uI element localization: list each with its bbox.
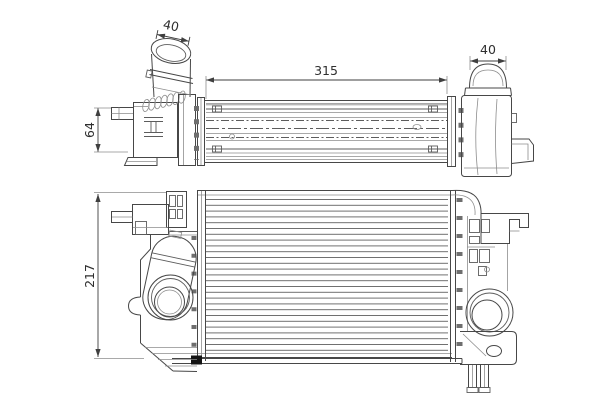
right-clip-details — [467, 219, 495, 276]
left-clip-cluster — [166, 191, 187, 228]
left-pipe-dimension: 40 — [155, 17, 191, 46]
left-pipe — [145, 38, 194, 98]
left-tank-top-view — [111, 90, 199, 166]
left-tank-body — [133, 102, 178, 158]
right-pipe-opening — [465, 288, 514, 337]
right-tank-bracket — [511, 138, 534, 164]
bottom-plate — [172, 355, 463, 365]
left-tank-height-dimension: 64 — [82, 107, 128, 153]
bellows — [142, 90, 186, 112]
bracket-hole — [486, 345, 502, 357]
core-hole-detail-2 — [229, 133, 235, 140]
right-mounting-bracket — [460, 331, 517, 365]
right-top-elbow — [451, 189, 482, 216]
core-length-dimension: 315 — [205, 63, 448, 99]
left-tank-bump — [127, 296, 141, 316]
core-fins — [206, 199, 448, 351]
right-tank-legs — [466, 364, 491, 393]
left-tank-bottom-steps — [140, 342, 198, 372]
dim-label-core-length: 315 — [314, 63, 338, 78]
left-tank-foot — [123, 157, 158, 166]
core-hole-detail — [412, 124, 422, 130]
dim-label-right-pipe: 40 — [480, 42, 496, 57]
core-clips — [212, 105, 438, 153]
right-tank-body — [461, 95, 512, 177]
right-tank-front-view — [451, 189, 529, 393]
core-front-view — [197, 190, 452, 358]
right-end-plate — [450, 190, 463, 362]
left-pipe-opening — [147, 274, 194, 321]
dim-label-left-pipe: 40 — [162, 17, 181, 35]
right-pipe-dimension: 40 — [469, 42, 507, 70]
top-view: 40 315 — [82, 17, 534, 177]
left-tank-rib-detail — [144, 117, 163, 137]
front-view: 217 — [82, 189, 529, 393]
core-right-end-cap — [447, 96, 456, 167]
overall-height-dimension: 217 — [82, 192, 166, 359]
left-flange — [178, 94, 196, 166]
left-end-plate — [191, 190, 206, 362]
dim-label-left-tank-height: 64 — [82, 122, 97, 138]
left-hose — [142, 229, 197, 321]
core-top-view — [197, 96, 456, 167]
core-left-end-cap — [197, 97, 205, 166]
right-upper-bracket — [480, 213, 529, 244]
right-tank-nub — [511, 113, 517, 123]
right-pipe — [464, 63, 512, 96]
right-tank-top-view — [458, 95, 534, 177]
left-tank-wall — [140, 235, 151, 297]
left-upper-bracket — [132, 204, 169, 235]
bottom-fixing-block — [191, 355, 202, 365]
dim-label-overall-height: 217 — [82, 264, 97, 288]
left-tank-front-view — [111, 191, 198, 372]
